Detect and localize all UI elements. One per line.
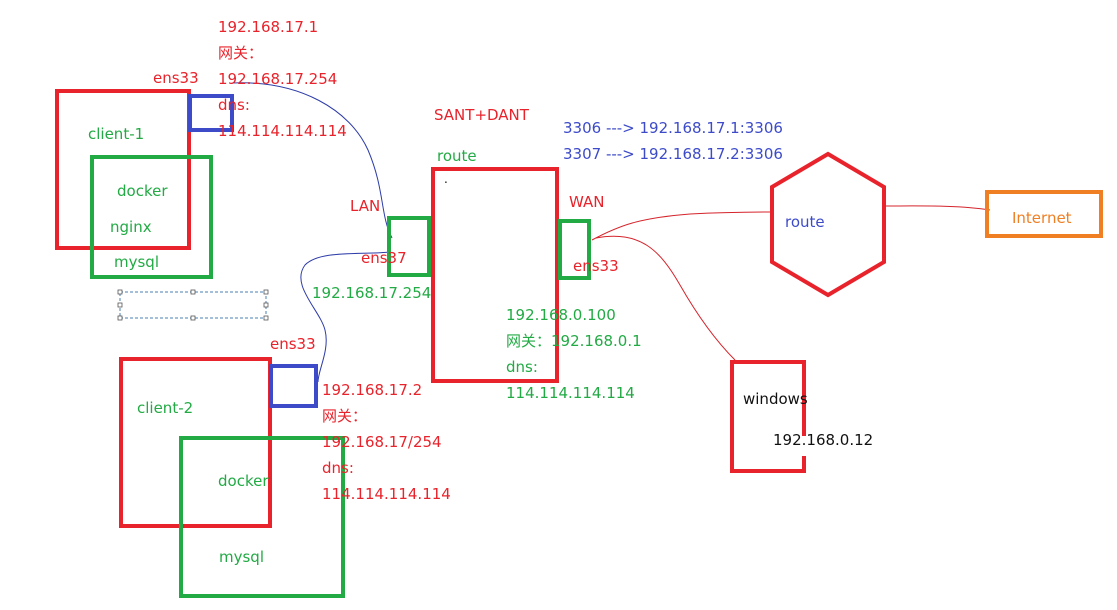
client1-dns-label: dns: <box>218 96 250 114</box>
client2-ip: 192.168.17.2 <box>322 381 423 399</box>
client2-gateway-label: 网关： <box>322 407 368 425</box>
selection-handle[interactable] <box>190 289 196 295</box>
selection-handle[interactable] <box>190 315 196 321</box>
empty-selection-box[interactable] <box>119 291 267 319</box>
windows-box <box>730 360 806 473</box>
router-wan-dns: 114.114.114.114 <box>506 384 635 402</box>
client1-nginx-label: nginx <box>110 218 152 236</box>
router-name: route <box>437 147 477 165</box>
wire-wan-to-windows <box>595 235 736 361</box>
client2-dns-label: dns: <box>322 459 354 477</box>
client1-nic-label: ens33 <box>153 69 199 87</box>
wire-client2-to-lan <box>300 251 391 383</box>
wire-wan-to-route <box>591 211 773 241</box>
internet-box <box>985 190 1103 238</box>
router-nat-label: SANT+DANT <box>434 106 529 124</box>
upstream-route-label: route <box>785 213 825 231</box>
router-wan-nic-box <box>558 219 591 280</box>
client1-gateway-label: 网关： <box>218 44 264 62</box>
internet-label: Internet <box>1012 209 1072 227</box>
windows-ip: 192.168.0.12 <box>773 431 874 449</box>
selection-handle[interactable] <box>263 302 269 308</box>
router-box <box>431 167 559 383</box>
router-wan-label: WAN <box>569 193 605 211</box>
client1-name: client-1 <box>88 125 145 143</box>
router-wan-gateway: 网关：192.168.0.1 <box>506 332 642 350</box>
client1-ip: 192.168.17.1 <box>218 18 319 36</box>
selection-handle[interactable] <box>117 302 123 308</box>
router-wan-dns-label: dns: <box>506 358 538 376</box>
port-map-1: 3306 ---> 192.168.17.1:3306 <box>563 119 783 137</box>
router-wan-nic-label: ens33 <box>573 257 619 275</box>
client2-nic-label: ens33 <box>270 335 316 353</box>
router-lan-nic-label: ens37 <box>361 249 407 267</box>
client1-docker-label: docker <box>117 182 168 200</box>
client1-nic-box <box>188 94 234 132</box>
client2-box <box>119 357 272 528</box>
selection-handle[interactable] <box>117 289 123 295</box>
router-lan-ip: 192.168.17.254 <box>312 284 432 302</box>
wire-route-to-internet <box>883 205 991 211</box>
client2-gateway: 192.168.17/254 <box>322 433 442 451</box>
wire-client1-to-lan <box>231 82 393 239</box>
windows-label: windows <box>743 390 808 408</box>
client1-dns: 114.114.114.114 <box>218 122 347 140</box>
router-lan-label: LAN <box>350 197 381 215</box>
client1-gateway: 192.168.17.254 <box>218 70 338 88</box>
client2-mysql-label: mysql <box>219 548 264 566</box>
router-lan-nic-box <box>387 216 431 277</box>
selection-handle[interactable] <box>263 315 269 321</box>
client2-docker-label: docker <box>218 472 269 490</box>
router-wan-ip: 192.168.0.100 <box>506 306 616 324</box>
selection-handle[interactable] <box>117 315 123 321</box>
client2-docker-box <box>179 436 345 598</box>
client1-mysql-label: mysql <box>114 253 159 271</box>
client2-dns: 114.114.114.114 <box>322 485 451 503</box>
port-map-2: 3307 ---> 192.168.17.2:3306 <box>563 145 783 163</box>
client2-name: client-2 <box>137 399 194 417</box>
client1-box <box>55 89 191 250</box>
client1-docker-box <box>90 155 213 279</box>
client2-nic-box <box>269 364 318 408</box>
router-dot: . <box>444 172 448 186</box>
selection-handle[interactable] <box>263 289 269 295</box>
upstream-route-hexagon <box>770 151 886 298</box>
